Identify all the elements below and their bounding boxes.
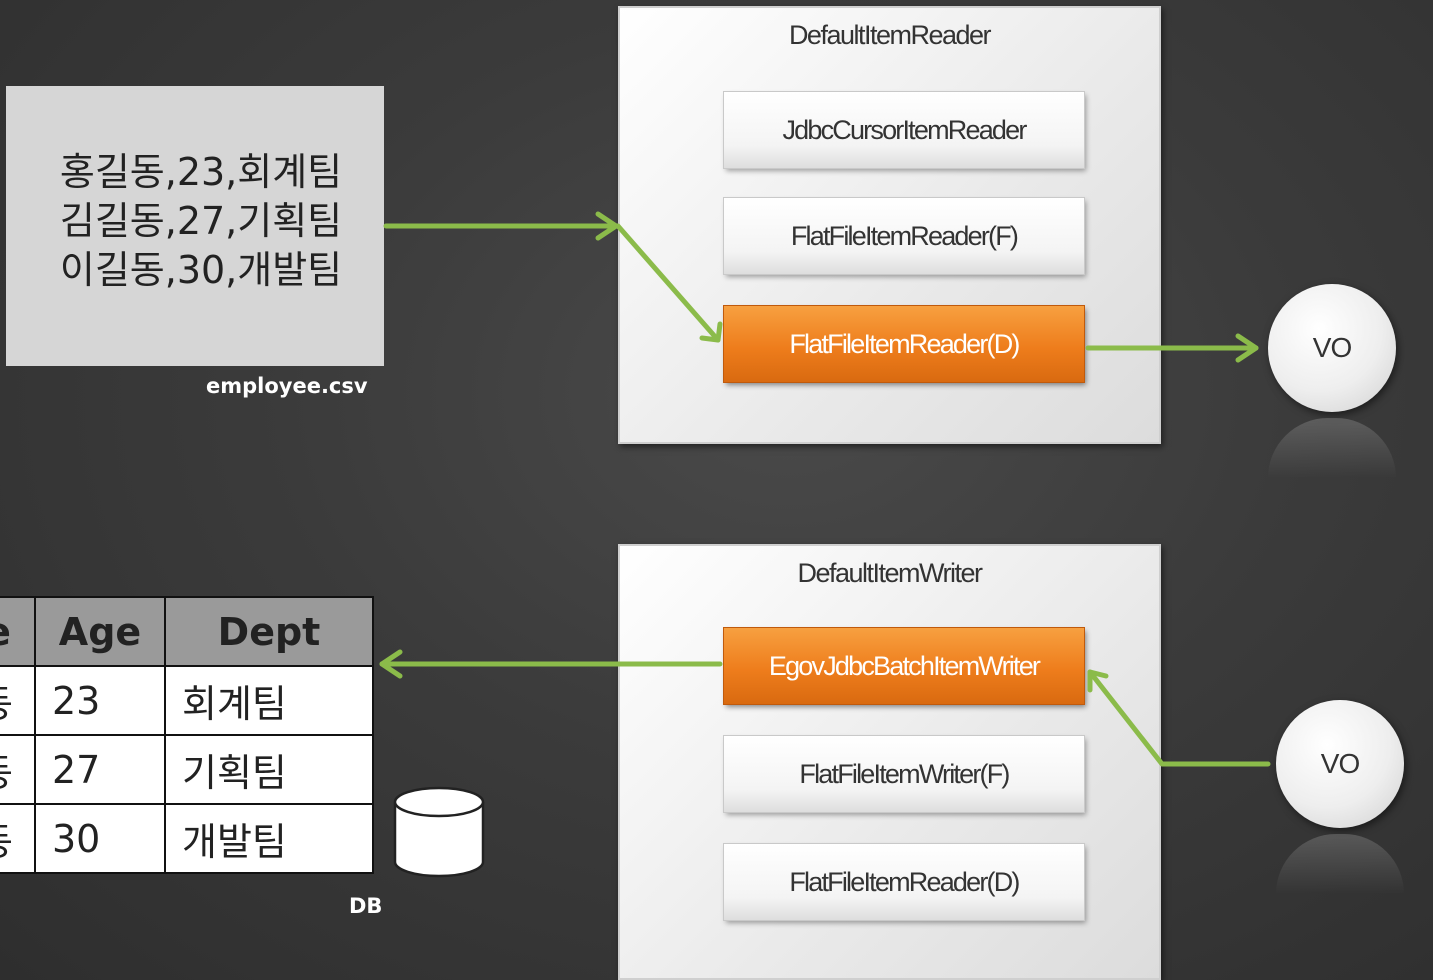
default-item-reader-panel: DefaultItemReader JdbcCursorItemReader F… <box>618 6 1161 444</box>
table-header-age: Age <box>34 596 166 667</box>
table-header-row: e Age Dept <box>0 596 374 667</box>
arrow-vo-to-writer <box>1087 669 1271 767</box>
writer-item-flatfile-writer-f[interactable]: FlatFileItemWriter(F) <box>724 736 1084 812</box>
vo-circle-bottom: VO <box>1276 700 1404 828</box>
writer-item-flatfile-reader-d[interactable]: FlatFileItemReader(D) <box>724 844 1084 920</box>
writer-panel-title: DefaultItemWriter <box>797 558 983 588</box>
table-cell: 27 <box>34 734 166 805</box>
reader-item-flatfile-f[interactable]: FlatFileItemReader(F) <box>724 198 1084 274</box>
table-row: 동 23 회계팀 <box>0 665 374 736</box>
default-item-writer-panel: DefaultItemWriter EgovJdbcBatchItemWrite… <box>618 544 1161 980</box>
csv-content: 홍길동,23,회계팀 김길동,27,기획팀 이길동,30,개발팀 <box>26 148 376 295</box>
table-cell: 동 <box>0 734 36 805</box>
db-label: DB <box>349 894 383 918</box>
table-cell: 동 <box>0 665 36 736</box>
table-cell: 23 <box>34 665 166 736</box>
database-icon <box>393 786 485 878</box>
reader-panel-title: DefaultItemReader <box>788 20 992 50</box>
table-cell: 회계팀 <box>164 665 374 736</box>
csv-file-box: 홍길동,23,회계팀 김길동,27,기획팀 이길동,30,개발팀 <box>6 86 384 366</box>
table-header-dept: Dept <box>164 596 374 667</box>
csv-line: 김길동,27,기획팀 <box>59 199 343 243</box>
arrowhead <box>699 321 723 343</box>
arrowhead <box>1087 669 1109 693</box>
vo-circle-top: VO <box>1268 284 1396 412</box>
reader-item-jdbc-cursor[interactable]: JdbcCursorItemReader <box>724 92 1084 168</box>
csv-filename-label: employee.csv <box>206 374 368 398</box>
arrowhead <box>379 649 403 679</box>
table-cell: 개발팀 <box>164 803 374 874</box>
writer-item-egov-jdbc-batch[interactable]: EgovJdbcBatchItemWriter <box>724 628 1084 704</box>
arrowhead <box>1235 333 1259 363</box>
arrow-into-flatfile-d <box>615 223 721 343</box>
table-row: 동 27 기획팀 <box>0 734 374 805</box>
table-cell: 기획팀 <box>164 734 374 805</box>
reader-item-flatfile-d[interactable]: FlatFileItemReader(D) <box>724 306 1084 382</box>
table-cell: 30 <box>34 803 166 874</box>
csv-line: 홍길동,23,회계팀 <box>59 150 343 194</box>
table-row: 동 30 개발팀 <box>0 803 374 874</box>
csv-line: 이길동,30,개발팀 <box>59 248 343 292</box>
employee-table: e Age Dept 동 23 회계팀 동 27 기획팀 동 30 개발팀 <box>0 596 374 874</box>
table-cell: 동 <box>0 803 36 874</box>
table-header-name: e <box>0 596 36 667</box>
